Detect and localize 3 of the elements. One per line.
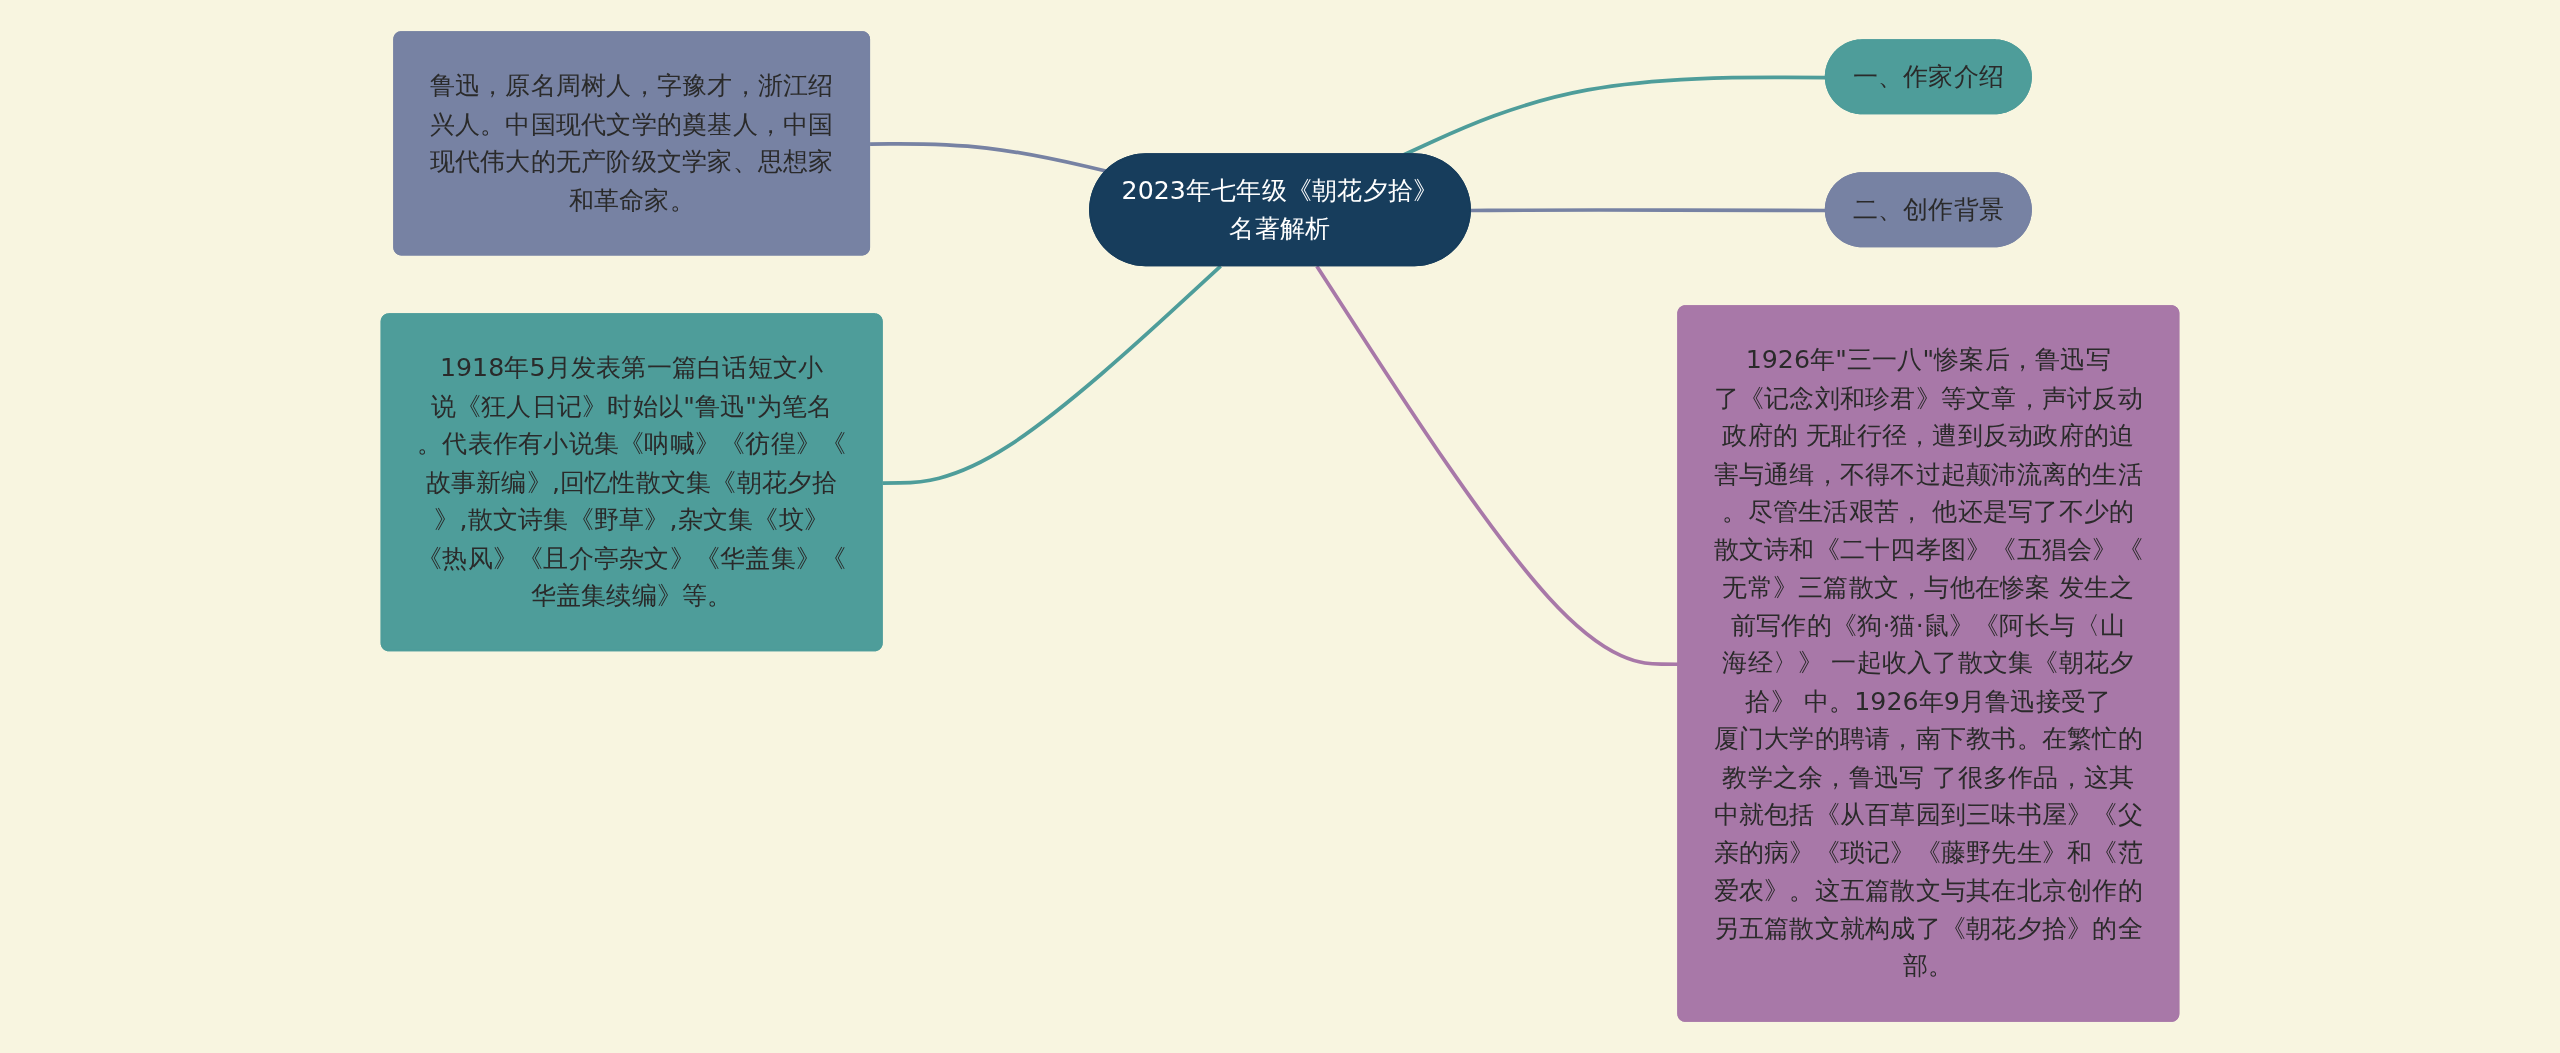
connector (1315, 265, 1679, 667)
connector (882, 264, 1222, 485)
connector (870, 142, 1108, 173)
